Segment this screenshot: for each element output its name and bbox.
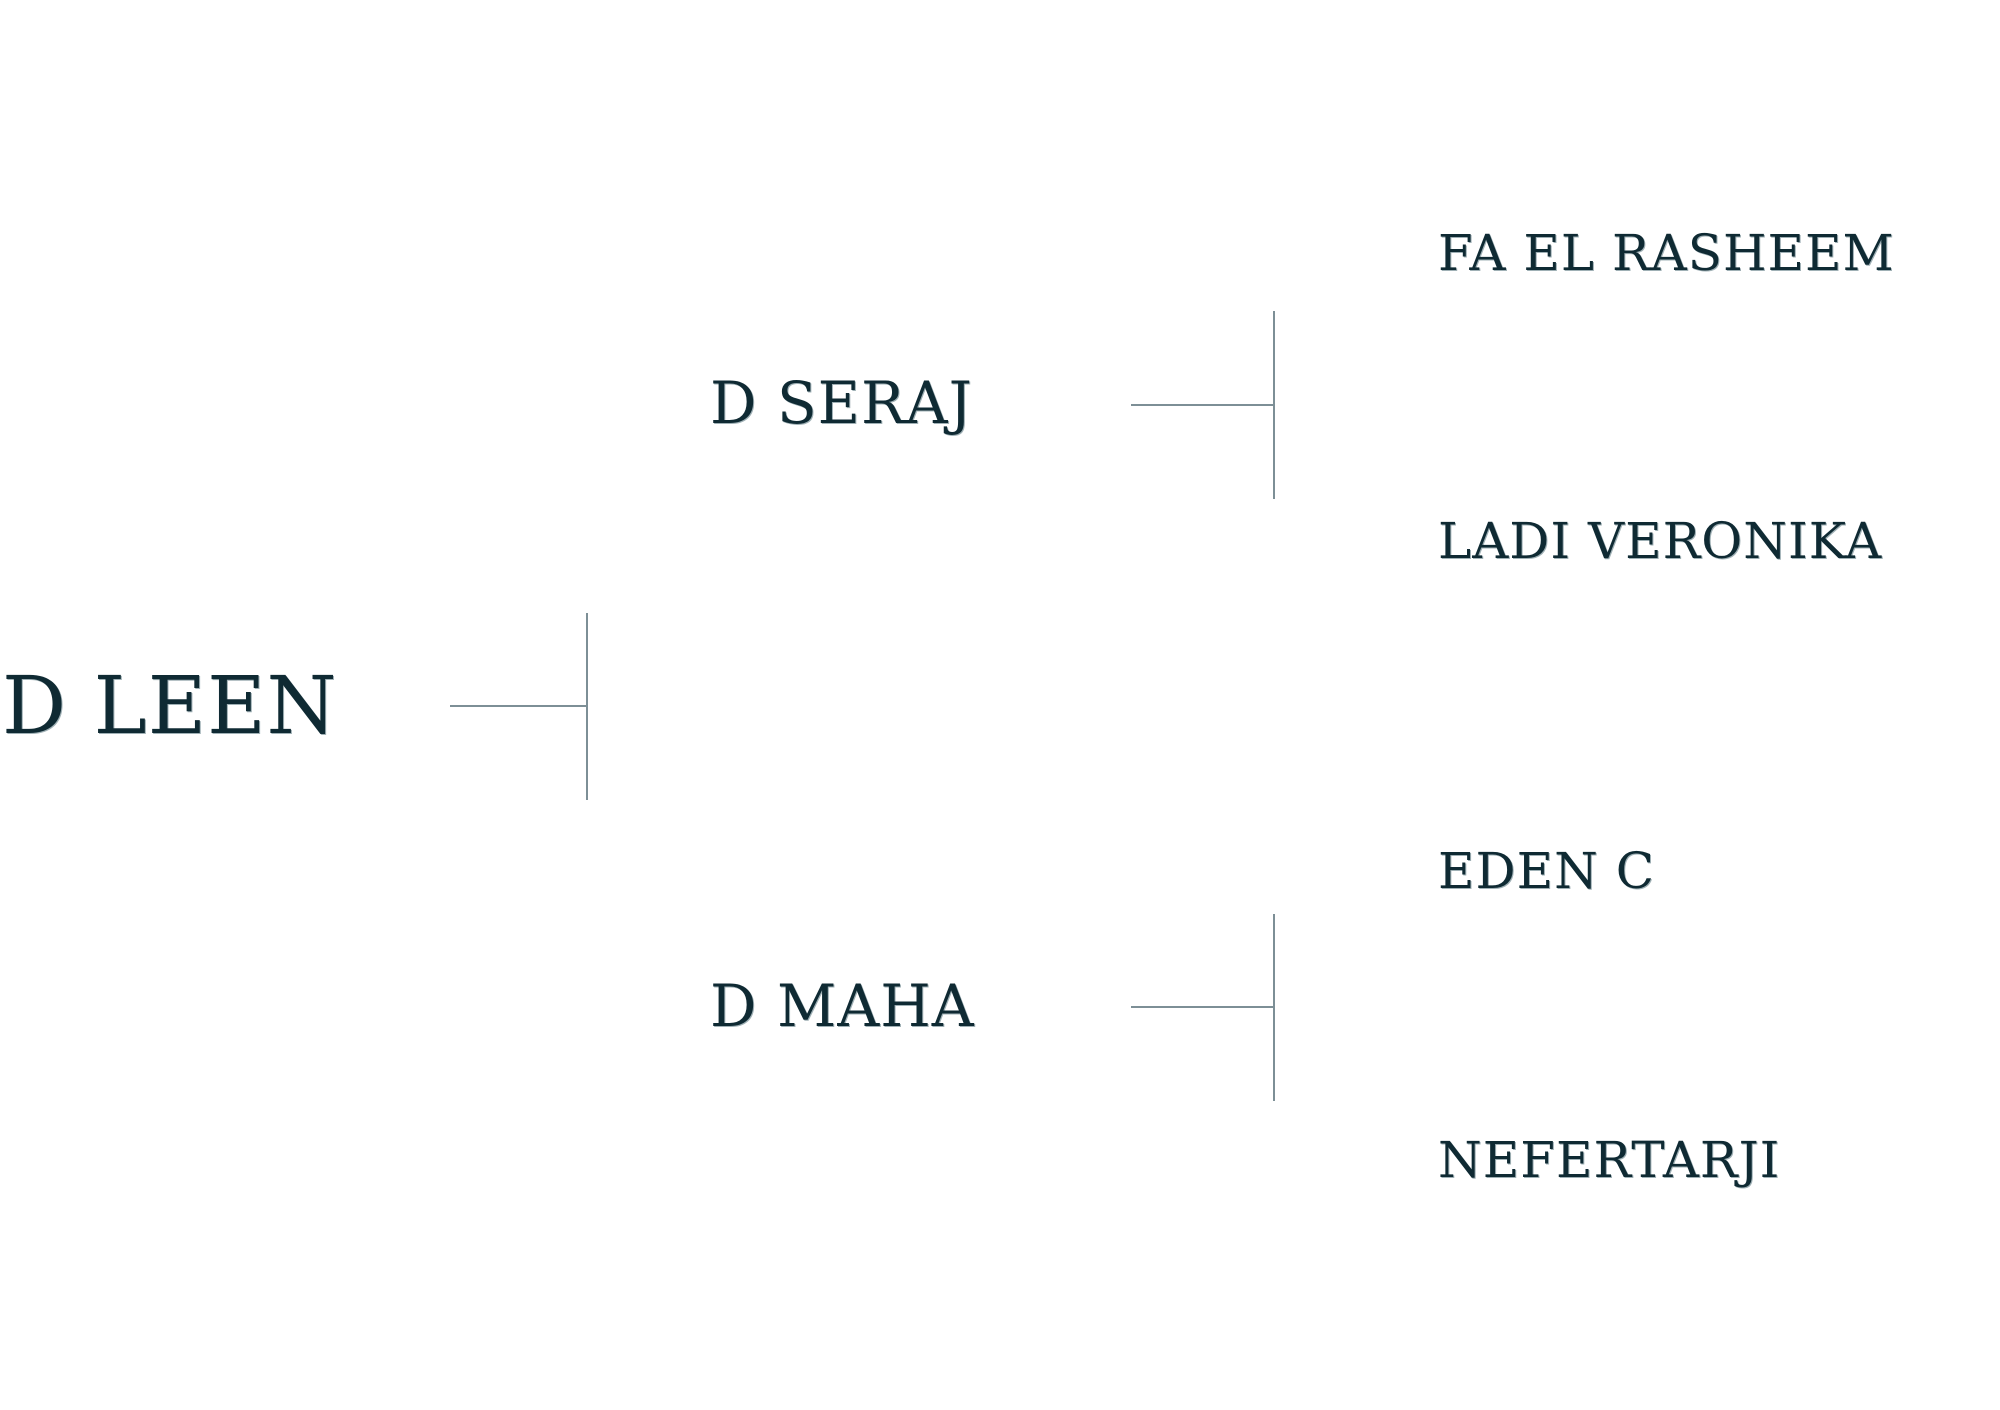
dam-name: D MAHA bbox=[710, 972, 975, 1040]
sire-name: D SERAJ bbox=[710, 369, 973, 437]
sire-dam-name: LADI VERONIKA bbox=[1438, 512, 1883, 570]
sire-sire-name: FA EL RASHEEM bbox=[1438, 224, 1895, 282]
subject-name: D LEEN bbox=[2, 659, 338, 752]
dam-sire-name: EDEN C bbox=[1438, 842, 1655, 900]
dam-dam-name: NEFERTARJI bbox=[1438, 1131, 1781, 1189]
